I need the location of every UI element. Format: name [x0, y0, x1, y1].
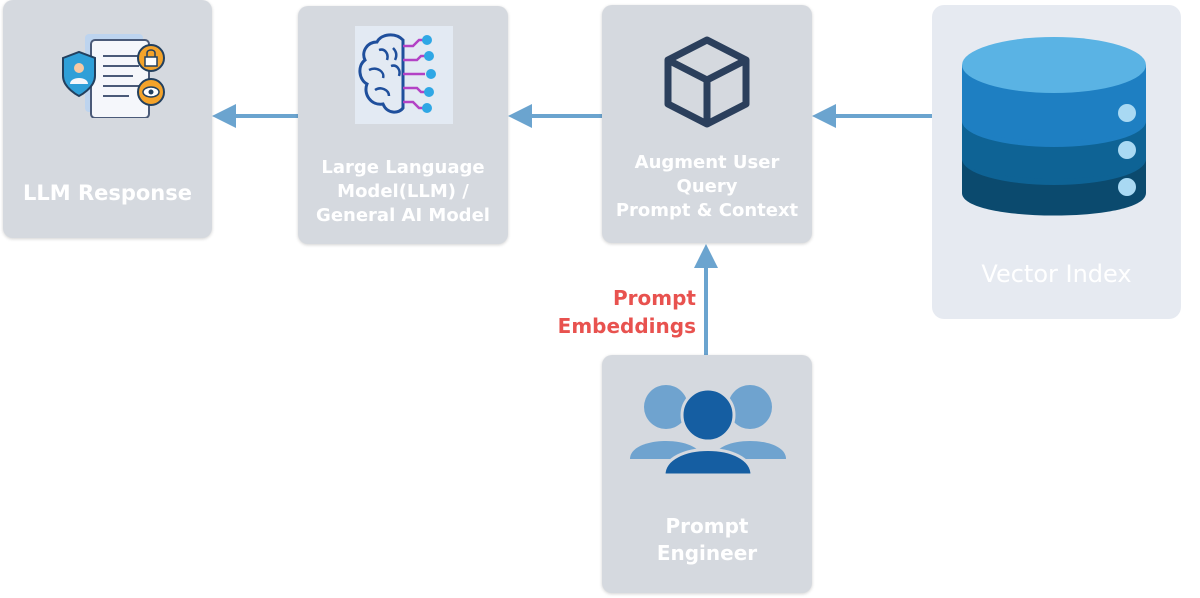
- node-prompt-engineer: Prompt Engineer: [602, 355, 812, 593]
- edge-label-prompt-embeddings: Prompt Embeddings: [557, 286, 696, 338]
- node-label: Augment User Query Prompt & Context: [615, 152, 799, 221]
- node-label: Large Language Model(LLM) / General AI M…: [316, 157, 490, 226]
- users-group-icon: [628, 379, 788, 475]
- cube-icon: [662, 35, 752, 129]
- arrow-head-augment-to-llm: [508, 104, 532, 128]
- node-llm-response: LLM Response: [3, 0, 212, 238]
- database-icon: [960, 33, 1148, 223]
- node-vector-index: Vector Index: [932, 5, 1181, 319]
- brain-circuit-icon: [355, 26, 453, 124]
- arrow-head-engineer-to-augment: [694, 244, 718, 268]
- arrow-head-vector-to-augment: [812, 104, 836, 128]
- document-security-icon: [57, 30, 167, 118]
- node-label: Vector Index: [981, 260, 1132, 288]
- node-label: LLM Response: [22, 181, 193, 205]
- node-llm-model: Large Language Model(LLM) / General AI M…: [298, 6, 508, 244]
- arrow-head-llm-to-response: [212, 104, 236, 128]
- node-augment-query: Augment User Query Prompt & Context: [602, 5, 812, 243]
- node-label: Prompt Engineer: [656, 514, 758, 565]
